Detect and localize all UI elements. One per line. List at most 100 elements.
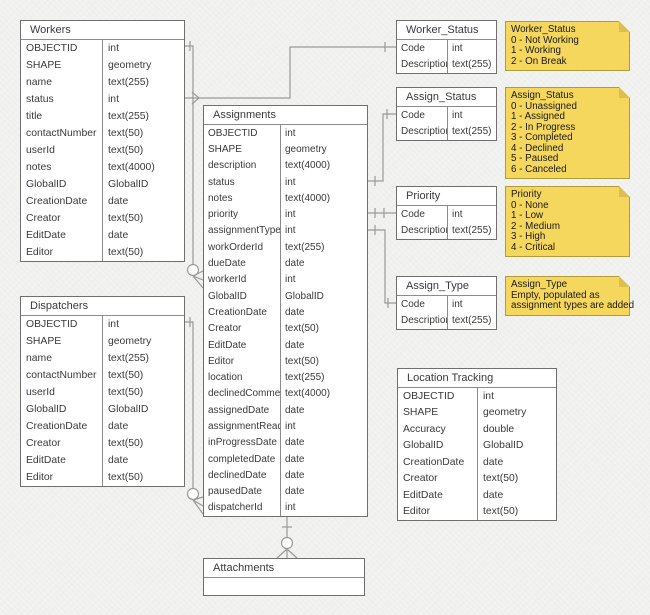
field-type: text(255) [108, 77, 150, 88]
field-name: Description [397, 123, 448, 140]
field-type: int [285, 209, 296, 221]
field-name: description [204, 157, 281, 174]
field-type: date [483, 456, 504, 468]
field-type: date [108, 455, 129, 466]
field-name: CreationDate [21, 418, 103, 435]
field-type: int [285, 274, 296, 286]
field-type: text(50) [108, 438, 144, 449]
field-type: text(50) [483, 506, 519, 518]
field-name: OBJECTID [21, 316, 103, 333]
field-name: Creator [398, 470, 478, 487]
table-title: Assign_Status [397, 88, 496, 107]
field-type: int [108, 94, 119, 105]
table-row: Creator text(50) [21, 435, 184, 452]
table-row: Description text(255) [397, 222, 496, 239]
field-name: SHAPE [21, 333, 103, 350]
field-type: text(255) [108, 353, 150, 364]
field-type: int [108, 319, 119, 330]
note-line: 4 - Critical [511, 241, 556, 253]
field-type: GlobalID [108, 404, 149, 415]
table-row: OBJECTID int [21, 316, 184, 333]
note-line: 5 - Paused [511, 153, 559, 164]
field-type: date [108, 421, 129, 432]
crow-foot-many-marker [192, 270, 204, 289]
field-type: date [285, 437, 305, 449]
field-name: assignedDate [204, 402, 281, 419]
field-name: Editor [21, 469, 103, 486]
field-name: contactNumber [21, 367, 103, 384]
connector-assignments-assign-type [368, 225, 396, 308]
field-type: int [285, 502, 296, 514]
field-name: location [204, 369, 281, 386]
field-name: Creator [21, 435, 103, 452]
field-type: date [483, 489, 504, 501]
field-name: title [21, 108, 103, 125]
table-title: Assignments [204, 106, 367, 125]
field-name: declinedComment [204, 385, 281, 403]
field-type: text(4000) [285, 388, 331, 400]
field-name: status [21, 91, 103, 108]
field-name: EditDate [204, 336, 281, 354]
field-name: assignmentType [204, 222, 281, 240]
table-row: Description text(255) [397, 123, 496, 140]
table-row: CreationDate date [21, 418, 184, 435]
connector-assignments-attachments [276, 515, 298, 559]
table-row: CreationDate date [398, 454, 556, 471]
field-name: assignmentRead [204, 418, 281, 435]
field-name: userId [21, 142, 103, 159]
connector-assignments-priority [368, 208, 396, 218]
field-name: Editor [398, 503, 478, 520]
field-name: SHAPE [204, 141, 281, 158]
field-name: Editor [21, 244, 103, 261]
note-title: Worker_Status [511, 24, 576, 35]
field-type: int [452, 208, 463, 220]
field-type: int [285, 176, 296, 188]
field-type: text(50) [108, 387, 144, 398]
field-name: Code [397, 40, 448, 57]
table-attachments[interactable]: Attachments [203, 558, 365, 596]
field-name: OBJECTID [204, 125, 281, 142]
field-type: date [108, 230, 129, 241]
field-name: Description [397, 222, 448, 239]
field-type: date [285, 486, 305, 498]
field-name: CreationDate [398, 454, 478, 471]
field-type: text(255) [452, 126, 492, 138]
note-line: 2 - Medium [511, 220, 560, 232]
field-type: geometry [108, 336, 152, 347]
field-name: Code [397, 107, 448, 124]
field-type: text(255) [452, 225, 492, 237]
note-line: Empty, populated as [511, 289, 600, 301]
field-name: declinedDate [204, 467, 281, 484]
field-type: int [452, 298, 463, 310]
field-name: Code [397, 206, 448, 223]
